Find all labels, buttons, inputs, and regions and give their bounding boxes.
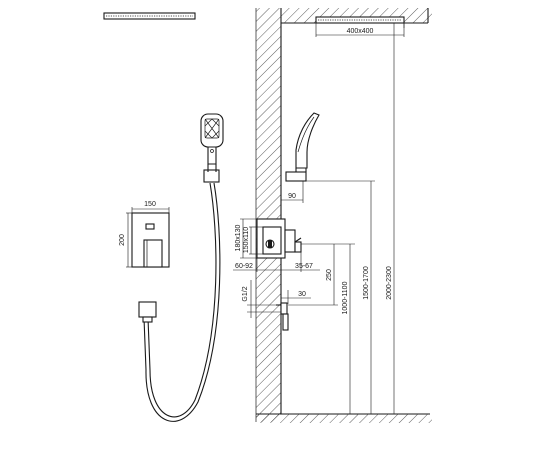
thread-dimension: G1/2	[242, 280, 281, 318]
valve-height-range-dimension: 1000-1100	[338, 243, 355, 414]
hand-shower-side-view	[285, 112, 320, 182]
hand-shower	[200, 113, 224, 165]
panel-height-dimension: 200	[119, 212, 132, 268]
thread-label: G1/2	[242, 286, 249, 301]
holder-offset-dimension: 90	[280, 181, 304, 203]
head-size-dimension: 400x400	[315, 23, 405, 37]
valve-depth-label: 60-92	[235, 263, 253, 270]
holder-height-range-label: 1500-1700	[363, 266, 370, 300]
head-height-range-dimension: 2000-2300	[386, 23, 405, 414]
panel-width-label: 150	[144, 201, 156, 208]
valve-height-b-label: 150x110	[243, 227, 250, 253]
holder-offset-label: 90	[288, 193, 296, 200]
valve-offset-label: 35-67	[295, 263, 313, 270]
valve-height-dimensions: 180x130 150x110	[235, 218, 263, 259]
panel-height-label: 200	[119, 234, 126, 246]
valve-outlet-spacing-dimension: 250	[288, 243, 338, 306]
valve-height-a-label: 180x130	[235, 224, 242, 251]
concealed-valve-box	[256, 218, 302, 259]
outlet-offset-label: 30	[298, 291, 306, 298]
valve-depth-dimensions: 60-92 35-67	[233, 252, 320, 272]
head-height-range-label: 2000-2300	[386, 266, 393, 300]
holder-height-range-dimension: 1500-1700	[306, 180, 375, 414]
overhead-shower-head-side	[315, 16, 405, 24]
mixer-control-panel	[131, 212, 170, 268]
head-size-label: 400x400	[347, 28, 374, 35]
overhead-shower-head-front	[103, 12, 196, 20]
spacing-label: 250	[326, 269, 333, 281]
valve-height-range-label: 1000-1100	[342, 281, 349, 314]
outlet-offset-dimension: 30	[281, 290, 311, 304]
panel-width-dimension: 150	[131, 201, 170, 213]
hand-shower-holder	[203, 164, 220, 183]
shower-hose	[143, 182, 221, 422]
wall-outlet-connector	[138, 301, 157, 323]
wall-section	[255, 8, 432, 423]
